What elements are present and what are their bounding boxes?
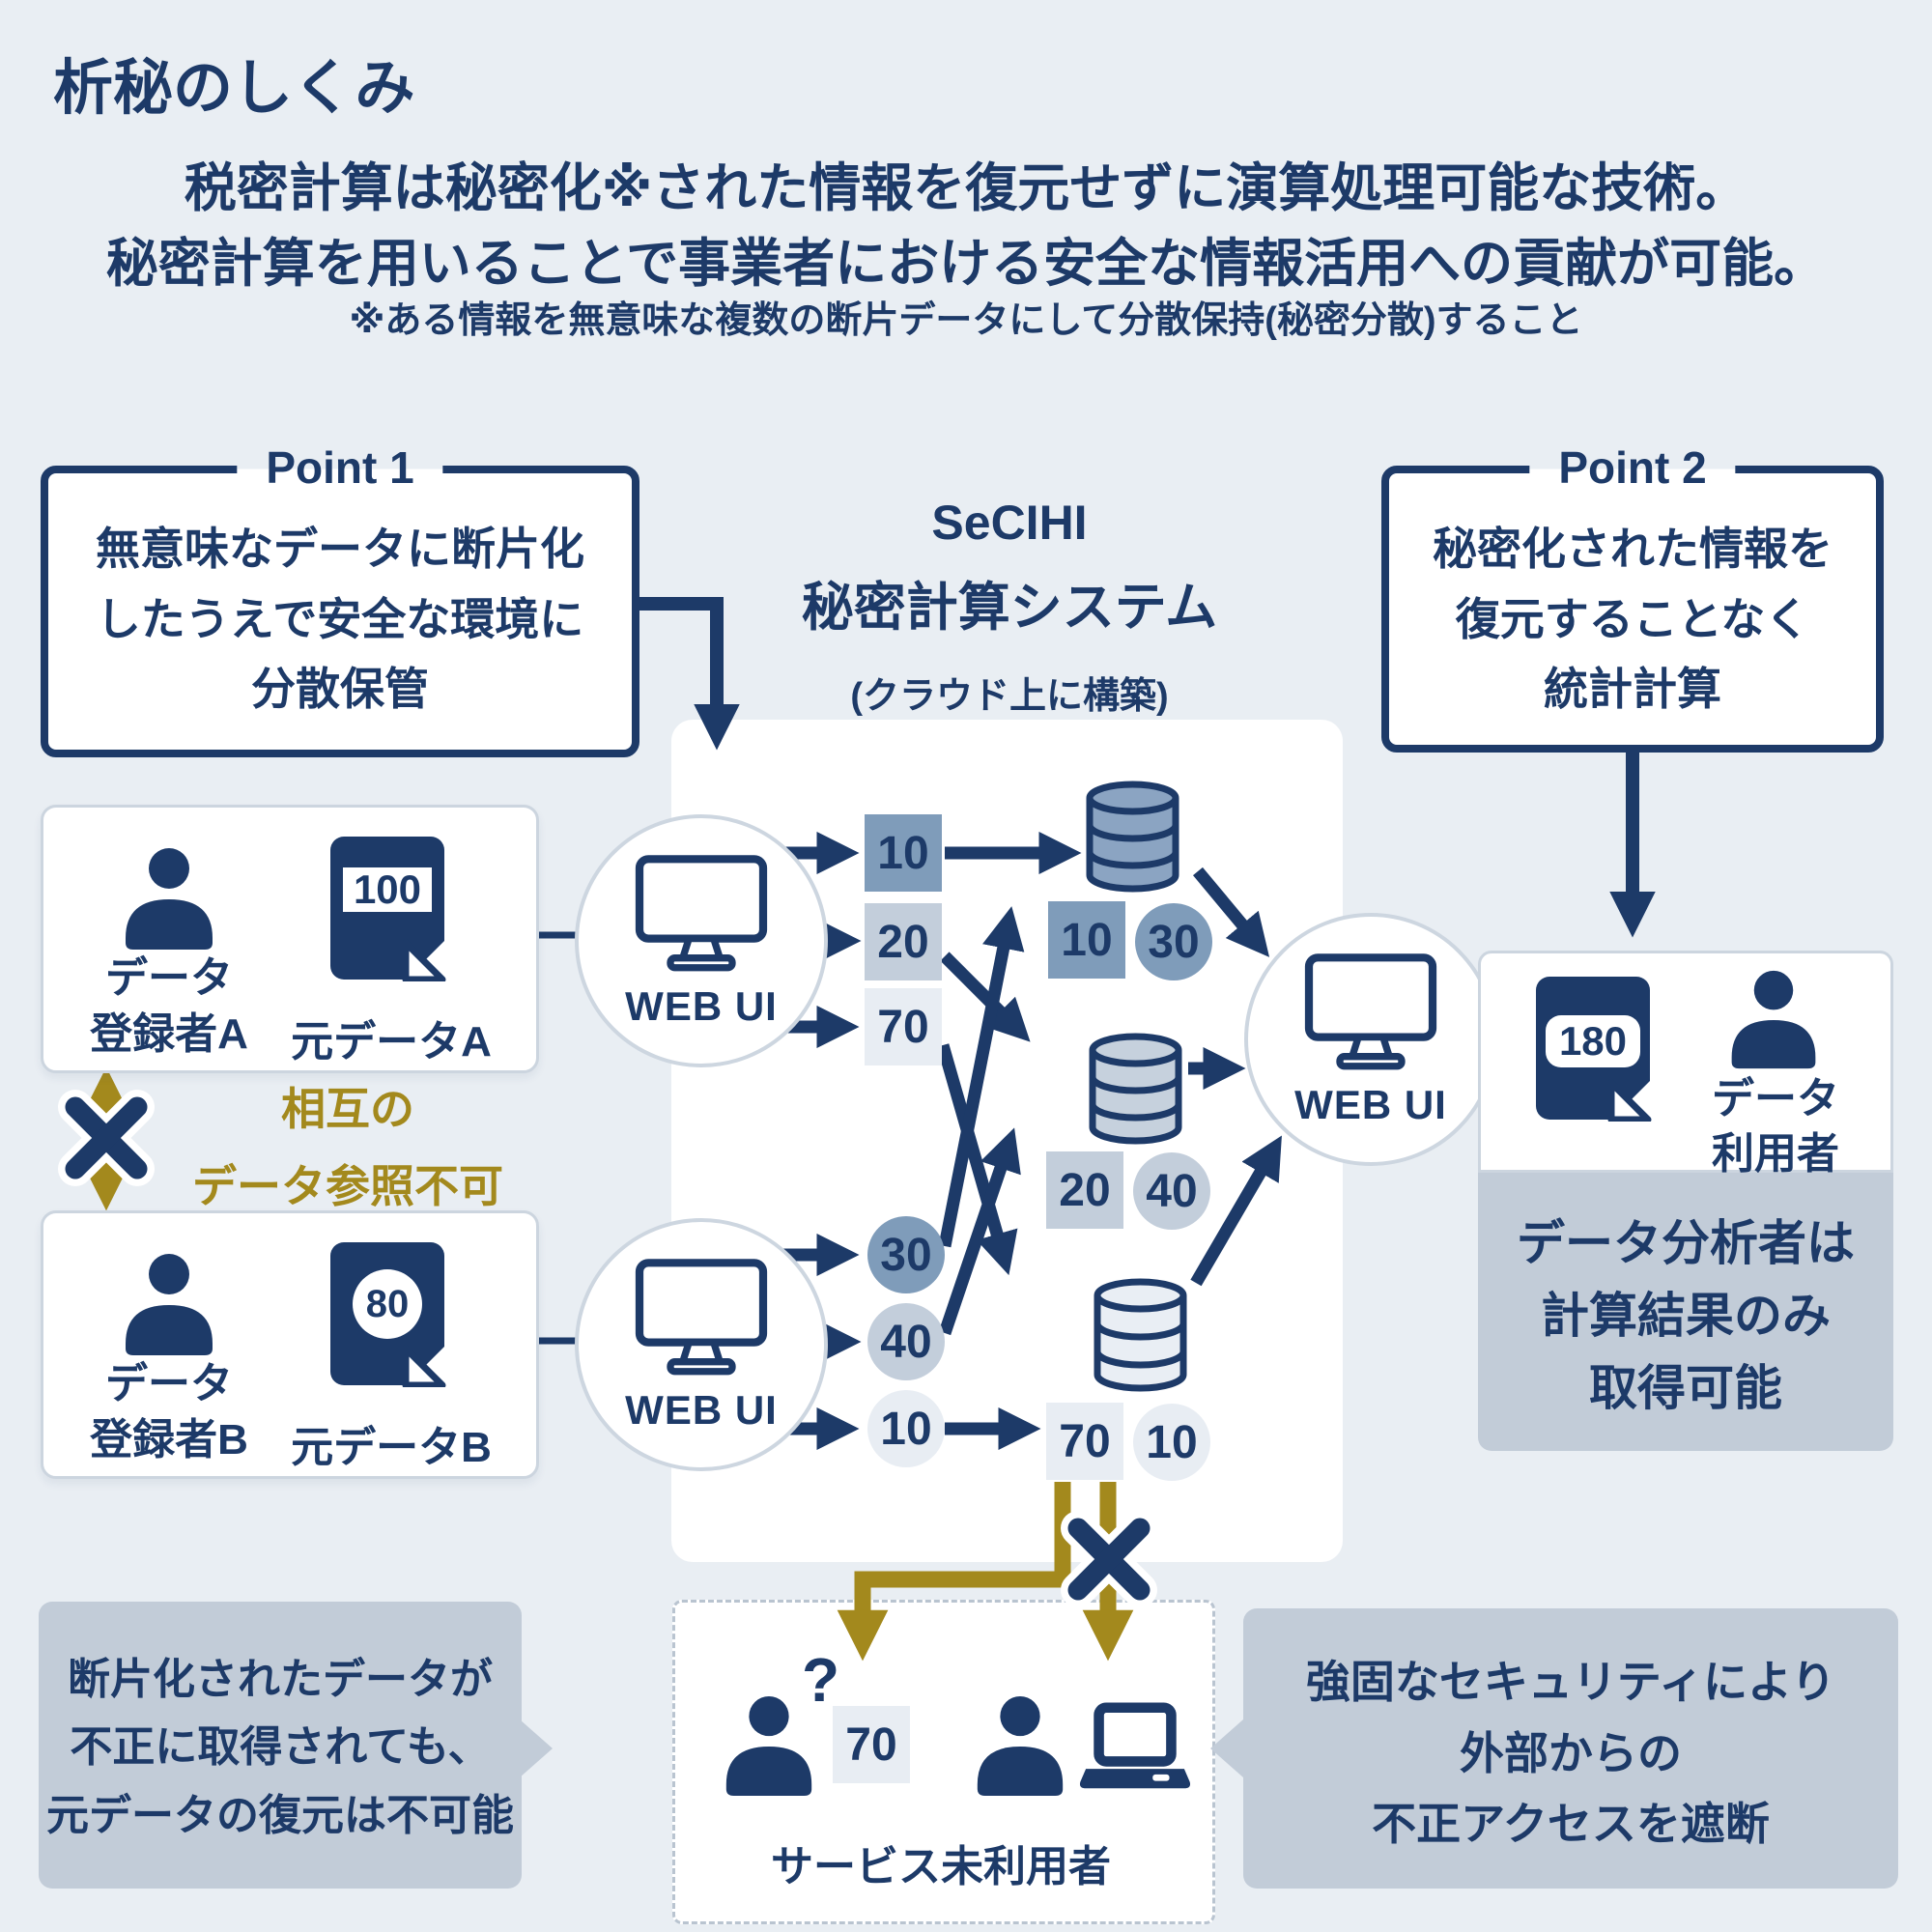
fragment-b-10: 10 xyxy=(867,1390,945,1467)
person-icon xyxy=(977,1695,1064,1797)
page-title: 析秘のしくみ xyxy=(53,55,415,122)
point1-label: Point 1 xyxy=(237,437,443,498)
blocked-x-leak xyxy=(1061,1511,1157,1607)
monitor-icon xyxy=(635,855,768,972)
system-note: (クラウド上に構築) xyxy=(850,676,1169,717)
webui-a-label: WEB UI xyxy=(625,983,778,1029)
result-doc-icon: 180 xyxy=(1534,975,1652,1122)
fragment-b-30: 30 xyxy=(867,1216,945,1293)
analyst-note-box: データ分析者は 計算結果のみ 取得可能 xyxy=(1478,1173,1893,1451)
bottom-right-note-box: 強固なセキュリティにより 外部からの 不正アクセスを遮断 xyxy=(1243,1608,1898,1889)
data-user-label: データ 利用者 xyxy=(1712,1075,1839,1179)
intro-line-2: 秘密計算を用いることで事業者における安全な情報活用への貢献が可能。 xyxy=(105,235,1827,293)
source-data-a-value: 100 xyxy=(343,867,432,912)
bottom-left-note-box: 断片化されたデータが 不正に取得されても、 元データの復元は不可能 xyxy=(39,1602,522,1889)
source-data-a-icon: 100 xyxy=(328,835,446,981)
arrow-db3-webui xyxy=(1190,1135,1282,1287)
webui-b-label: WEB UI xyxy=(625,1387,778,1433)
mutual-note: 相互の データ参照不可 xyxy=(192,1084,503,1211)
point2-label: Point 2 xyxy=(1529,437,1736,498)
source-data-b-value: 80 xyxy=(353,1269,422,1339)
point2-text: 秘密化された情報を 復元することなく 統計計算 xyxy=(1433,524,1833,715)
analyst-note-text: データ分析者は 計算結果のみ 取得可能 xyxy=(1517,1216,1855,1415)
question-mark: ? xyxy=(802,1645,840,1715)
system-heading: SeCIHI 秘密計算システム (クラウド上に構築) xyxy=(696,495,1323,719)
system-subtitle: 秘密計算システム xyxy=(801,579,1218,637)
db2-pair-square: 20 xyxy=(1046,1151,1123,1229)
blocked-x-mutual xyxy=(58,1090,155,1186)
database-3 xyxy=(1094,1278,1187,1392)
point1-box: Point 1 無意味なデータに断片化 したうえで安全な環境に 分散保管 xyxy=(41,437,639,757)
db1-pair-circle: 30 xyxy=(1135,903,1212,980)
leak-arrow-left xyxy=(837,1482,1071,1662)
person-icon xyxy=(725,1695,812,1797)
registrant-a-box: データ 登録者A 100 元データA xyxy=(41,805,539,1073)
database-2 xyxy=(1089,1033,1182,1145)
webui-result-label: WEB UI xyxy=(1294,1082,1447,1127)
intro-line-1: 税密計算は秘密化※された情報を復元せずに演算処理可能な技術。 xyxy=(184,159,1748,217)
database-1 xyxy=(1086,781,1179,893)
source-data-b-label: 元データB xyxy=(291,1424,492,1471)
right-note-tail xyxy=(1210,1719,1243,1777)
system-name: SeCIHI xyxy=(931,496,1088,550)
registrant-b-box: データ 登録者B 80 元データB xyxy=(41,1210,539,1479)
db3-pair-square: 70 xyxy=(1046,1403,1123,1480)
source-data-a-label: 元データA xyxy=(291,1018,492,1065)
left-note-tail xyxy=(520,1719,553,1777)
fragment-a-20: 20 xyxy=(865,903,942,980)
bottom-left-note-text: 断片化されたデータが 不正に取得されても、 元データの復元は不可能 xyxy=(46,1656,514,1839)
monitor-icon xyxy=(635,1259,768,1376)
db2-pair-circle: 40 xyxy=(1133,1152,1210,1230)
fragment-b-40: 40 xyxy=(867,1303,945,1380)
arrow-db1-webui xyxy=(1193,867,1270,957)
db1-pair-square: 10 xyxy=(1048,901,1125,979)
arrow-frag40-db2 xyxy=(938,1127,1021,1336)
webui-b: WEB UI xyxy=(575,1218,828,1471)
person-icon xyxy=(1731,970,1816,1069)
arrow-frag30-db1 xyxy=(938,906,1025,1248)
leaked-fragment-70: 70 xyxy=(833,1706,910,1783)
person-icon xyxy=(126,848,213,950)
fragment-a-10: 10 xyxy=(865,814,942,892)
registrant-a-label: データ 登録者A xyxy=(90,954,248,1059)
result-value: 180 xyxy=(1546,1015,1640,1067)
non-user-label: サービス未利用者 xyxy=(771,1843,1111,1890)
point2-box: Point 2 秘密化された情報を 復元することなく 統計計算 xyxy=(1381,437,1884,753)
point1-arrow xyxy=(638,597,740,751)
db3-pair-circle: 10 xyxy=(1133,1404,1210,1481)
registrant-b-label: データ 登録者B xyxy=(90,1360,248,1464)
laptop-icon xyxy=(1079,1702,1191,1789)
fragment-a-70: 70 xyxy=(865,988,942,1065)
monitor-icon xyxy=(1304,953,1437,1070)
source-data-b-icon: 80 xyxy=(328,1240,446,1387)
webui-result: WEB UI xyxy=(1244,913,1497,1166)
intro-footnote: ※ある情報を無意味な複数の断片データにして分散保持(秘密分散)すること xyxy=(349,300,1583,341)
person-icon xyxy=(126,1254,213,1355)
point1-text: 無意味なデータに断片化 したうえで安全な環境に 分散保管 xyxy=(96,524,584,715)
bottom-right-note-text: 強固なセキュリティにより 外部からの 不正アクセスを遮断 xyxy=(1305,1657,1836,1850)
data-user-box: 180 データ 利用者 xyxy=(1478,951,1893,1178)
webui-a: WEB UI xyxy=(575,814,828,1067)
